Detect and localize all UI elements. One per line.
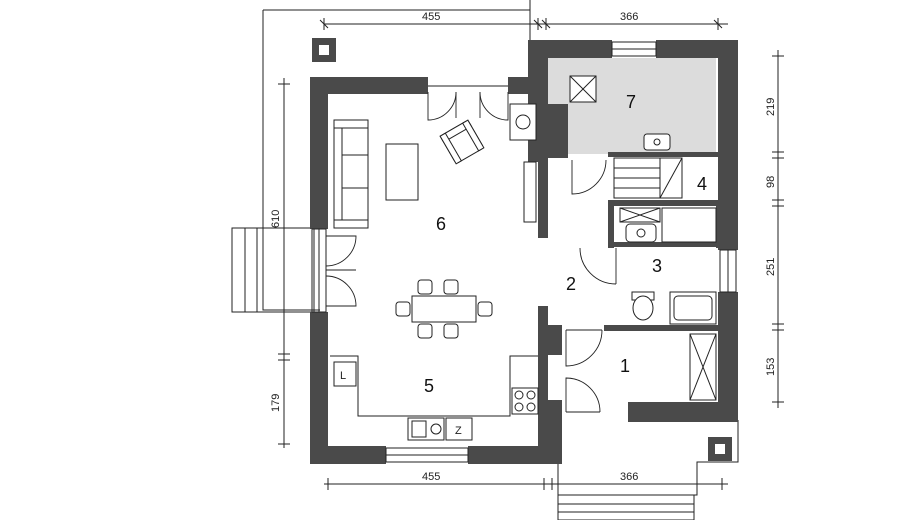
skylight-box: [569, 75, 597, 103]
room-label-6: 6: [436, 214, 446, 234]
dim-right-3: 251: [765, 258, 777, 276]
dim-top-right: 366: [620, 11, 638, 23]
terrace-double-door: [427, 85, 509, 121]
room-label-3: 3: [652, 256, 662, 276]
wardrobe: [689, 333, 717, 401]
bathroom-fixtures: [619, 207, 717, 325]
windows: [311, 41, 737, 463]
room-label-1: 1: [620, 356, 630, 376]
dining-table-set: [395, 279, 493, 339]
dim-right-4: 153: [765, 358, 777, 376]
dim-top-left: 455: [422, 11, 440, 23]
entrance-steps: [557, 420, 739, 520]
room-label-2: 2: [566, 274, 576, 294]
room-1-door: [565, 329, 603, 367]
terrace-outline: [262, 0, 531, 311]
column-post-bottom: [708, 437, 732, 461]
fridge-label: L: [340, 370, 346, 382]
dishwasher-label: Z: [455, 425, 462, 437]
dim-bottom-left: 455: [422, 471, 440, 483]
side-steps: [231, 227, 315, 313]
room-7-fill: [548, 58, 716, 154]
dim-right-2: 98: [765, 176, 777, 188]
fireplace: [509, 103, 537, 223]
dim-bottom-right: 366: [620, 471, 638, 483]
hall-door-7: [571, 159, 607, 195]
bathroom-door: [579, 247, 617, 285]
dimension-right: 219 98 251 153: [765, 50, 784, 408]
armchair: [439, 119, 485, 165]
utility-sink: [643, 133, 671, 151]
stairs: [613, 157, 683, 199]
dim-right-1: 219: [765, 98, 777, 116]
column-post-top: [312, 38, 336, 62]
entrance-door: [565, 377, 601, 413]
dim-left-lower: 179: [270, 394, 282, 412]
coffee-table: [385, 143, 419, 201]
kitchen-counter: [330, 355, 539, 441]
sofa: [333, 119, 369, 229]
side-double-door: [325, 235, 357, 307]
walls: [310, 40, 738, 464]
room-label-5: 5: [424, 376, 434, 396]
room-label-4: 4: [697, 174, 707, 194]
dimension-left: 610 179: [270, 78, 290, 448]
dimension-top: 455 366: [319, 11, 728, 30]
dim-left-upper: 610: [270, 210, 282, 228]
room-label-7: 7: [626, 92, 636, 112]
dimension-bottom: 455 366: [324, 471, 728, 490]
